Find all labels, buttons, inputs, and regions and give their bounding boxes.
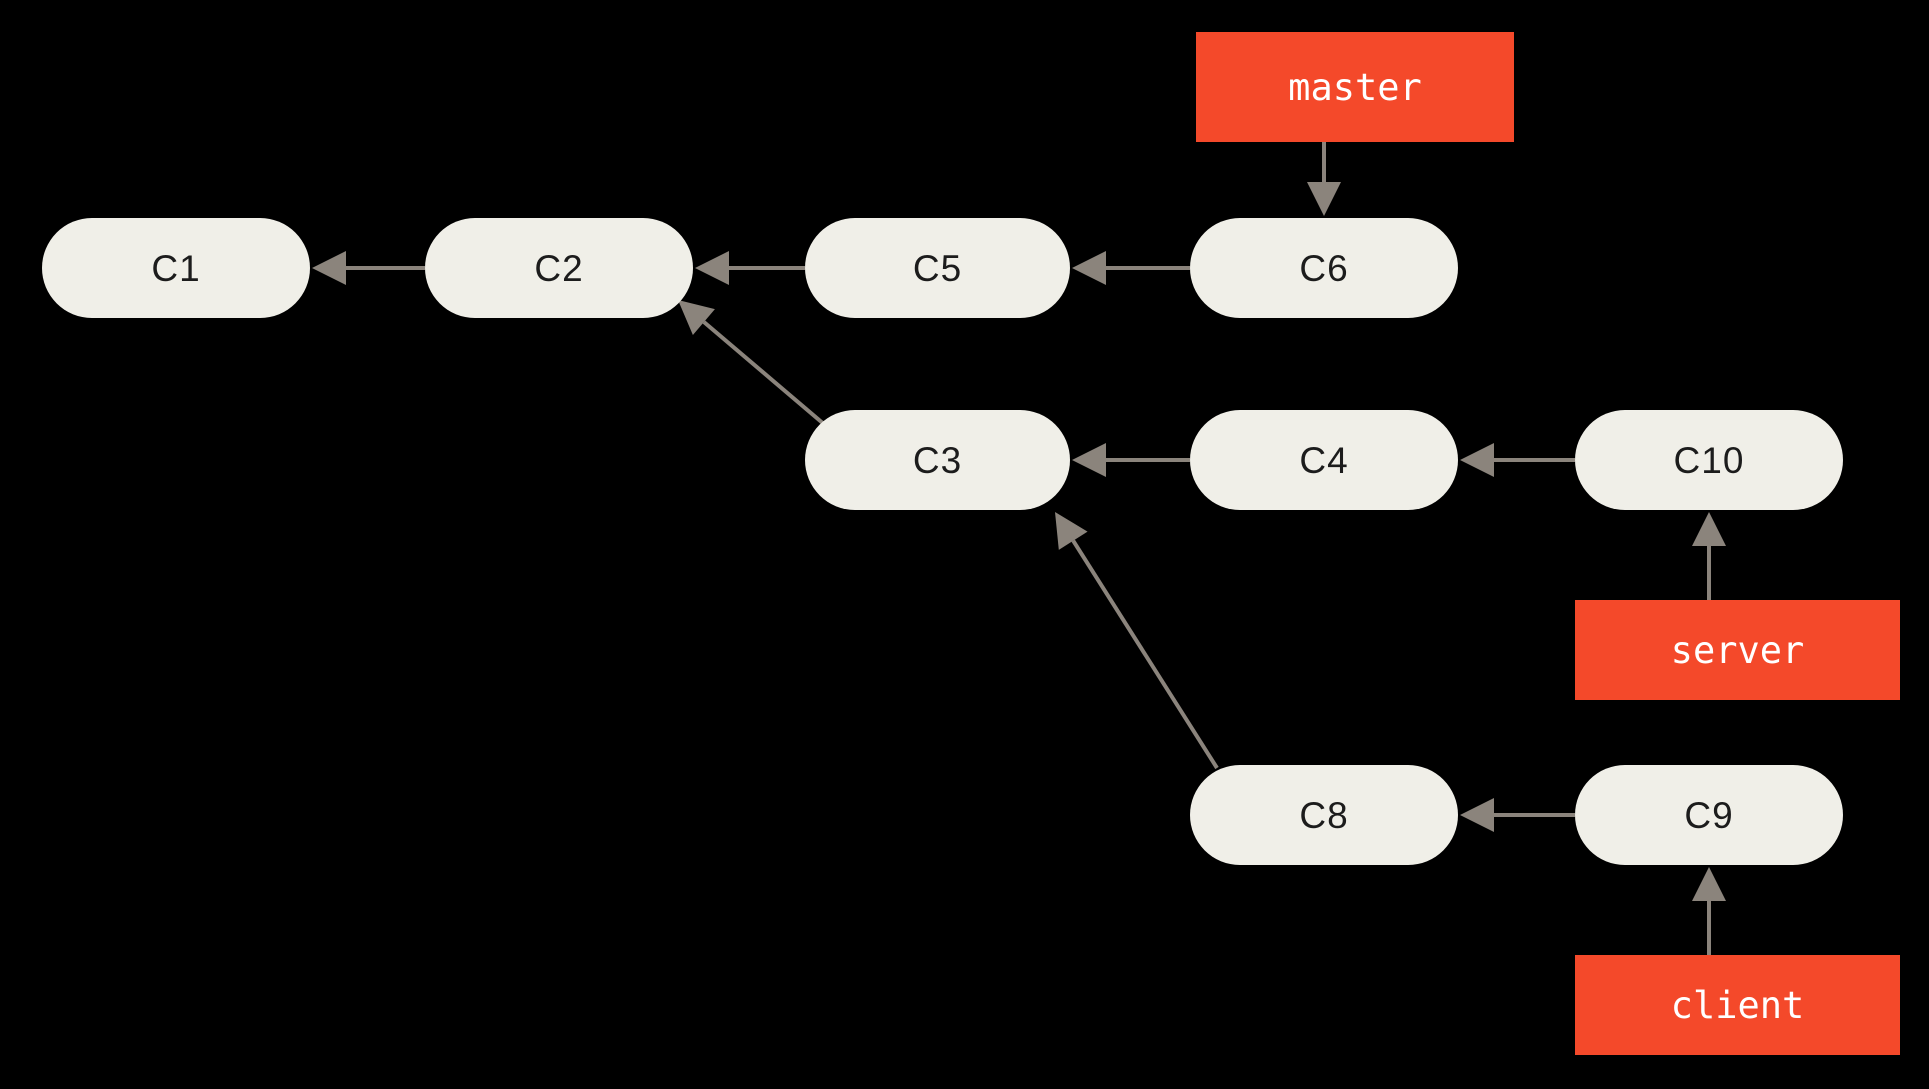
edge-line bbox=[702, 320, 827, 427]
commit-label: C2 bbox=[534, 247, 584, 289]
edge-C8-C3 bbox=[1055, 512, 1219, 770]
branch-label-server[interactable]: server bbox=[1575, 600, 1900, 700]
branch-label-text: server bbox=[1670, 628, 1805, 672]
commit-node-c2[interactable]: C2 bbox=[425, 218, 693, 318]
edge-C5-C2 bbox=[695, 251, 805, 285]
branch-label-text: client bbox=[1670, 983, 1805, 1027]
edge-arrowhead-icon bbox=[1072, 251, 1106, 285]
edge-arrowhead-icon bbox=[1072, 443, 1106, 477]
commit-label: C10 bbox=[1673, 439, 1745, 481]
edge-C6-C5 bbox=[1072, 251, 1190, 285]
edge-C4-C3 bbox=[1072, 443, 1190, 477]
commit-node-c6[interactable]: C6 bbox=[1190, 218, 1458, 318]
edge-arrowhead-icon bbox=[695, 251, 729, 285]
commit-node-c3[interactable]: C3 bbox=[805, 410, 1070, 510]
edge-arrowhead-icon bbox=[312, 251, 346, 285]
edge-arrowhead-icon bbox=[1307, 182, 1341, 216]
edge-arrowhead-icon bbox=[1692, 867, 1726, 901]
commit-label: C9 bbox=[1684, 794, 1734, 836]
commit-node-c1[interactable]: C1 bbox=[42, 218, 310, 318]
edge-C9-C8 bbox=[1460, 798, 1575, 832]
branch-label-text: master bbox=[1288, 65, 1422, 109]
edge-arrowhead-icon bbox=[1460, 798, 1494, 832]
commit-label: C8 bbox=[1299, 794, 1349, 836]
commit-label: C5 bbox=[912, 247, 963, 289]
edge-master-C6 bbox=[1307, 142, 1341, 216]
edge-server-C10 bbox=[1692, 512, 1726, 600]
commit-label: C3 bbox=[912, 439, 963, 481]
commit-node-c9[interactable]: C9 bbox=[1575, 765, 1843, 865]
edge-arrowhead-icon bbox=[1055, 512, 1088, 550]
edge-arrowhead-icon bbox=[678, 300, 715, 335]
branch-label-client[interactable]: client bbox=[1575, 955, 1900, 1055]
commit-label: C1 bbox=[151, 247, 201, 289]
commit-node-c4[interactable]: C4 bbox=[1190, 410, 1458, 510]
commit-label: C4 bbox=[1299, 439, 1349, 481]
commit-node-c10[interactable]: C10 bbox=[1575, 410, 1843, 510]
commit-node-c8[interactable]: C8 bbox=[1190, 765, 1458, 865]
commit-node-c5[interactable]: C5 bbox=[805, 218, 1070, 318]
edge-line bbox=[1071, 539, 1219, 770]
edge-arrowhead-icon bbox=[1692, 512, 1726, 546]
branch-label-master[interactable]: master bbox=[1196, 32, 1514, 142]
edge-C2-C1 bbox=[312, 251, 425, 285]
edge-client-C9 bbox=[1692, 867, 1726, 955]
edge-C10-C4 bbox=[1460, 443, 1575, 477]
edge-C3-C2 bbox=[678, 300, 827, 427]
commit-label: C6 bbox=[1299, 247, 1349, 289]
edge-arrowhead-icon bbox=[1460, 443, 1494, 477]
